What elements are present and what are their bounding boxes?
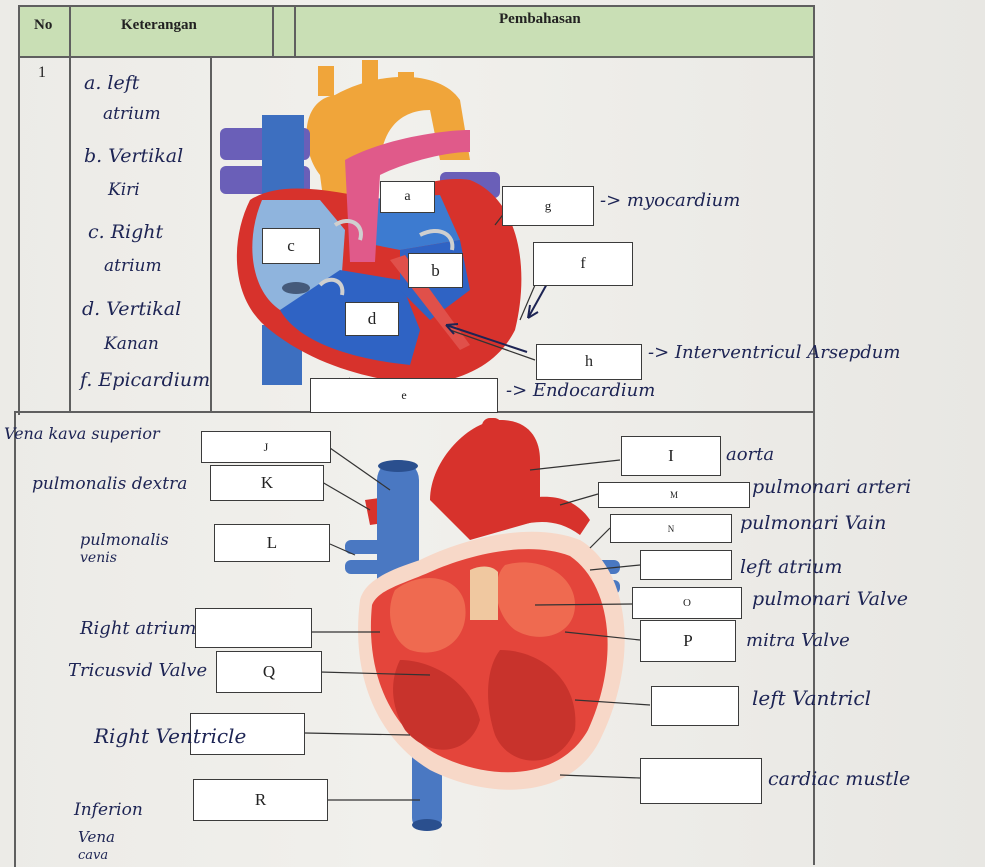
- label-box-P: P: [640, 620, 736, 662]
- annotation-K: pulmonalis dextra: [32, 474, 187, 494]
- label-box-cardiac-muscle: [640, 758, 762, 804]
- label-box-J: J: [201, 431, 331, 463]
- annotation-cardiac-muscle: cardiac mustle: [768, 768, 910, 790]
- annotation-g: -> myocardium: [600, 190, 740, 211]
- annotation-R-line2: Vena: [78, 828, 115, 846]
- annotation-e: -> Endocardium: [506, 380, 655, 401]
- annotation-I: aorta: [726, 444, 774, 465]
- annotation-Q: Tricusvid Valve: [68, 660, 207, 681]
- label-box-K: K: [210, 465, 324, 501]
- label-box-h: h: [536, 344, 642, 380]
- annotation-L-line2: venis: [80, 550, 117, 566]
- annotation-R-line3: cava: [78, 848, 108, 863]
- label-box-g: g: [502, 186, 594, 226]
- annotation-h: -> Interventricul Arsepdum: [648, 342, 900, 363]
- label-box-R: R: [193, 779, 328, 821]
- label-box-left-ventricle: [651, 686, 739, 726]
- label-box-L: L: [214, 524, 330, 562]
- label-box-d: d: [345, 302, 399, 336]
- annotation-M: pulmonari arteri: [752, 476, 911, 498]
- label-box-c: c: [262, 228, 320, 264]
- annotation-O: pulmonari Valve: [752, 588, 908, 610]
- label-box-b: b: [408, 253, 463, 288]
- label-box-I: I: [621, 436, 721, 476]
- label-box-O: O: [632, 587, 742, 619]
- label-box-Q: Q: [216, 651, 322, 693]
- annotation-J: Vena kava superior: [4, 424, 160, 443]
- label-box-a: a: [380, 181, 435, 213]
- annotation-L-line1: pulmonalis: [80, 530, 169, 549]
- label-box-left-atrium: [640, 550, 732, 580]
- annotation-P: mitra Valve: [746, 630, 850, 651]
- label-box-N: N: [610, 514, 732, 543]
- annotation-right-atrium: Right atrium: [80, 618, 196, 639]
- label-box-right-atrium: [195, 608, 312, 648]
- annotation-left-atrium: left atrium: [740, 556, 842, 578]
- annotation-left-ventricle: left Vantricl: [752, 686, 871, 710]
- label-box-f: f: [533, 242, 633, 286]
- annotation-N: pulmonari Vain: [740, 512, 886, 534]
- annotation-R-line1: Inferion: [74, 800, 143, 820]
- annotation-right-ventricle: Right Ventricle: [94, 724, 246, 748]
- label-box-e: e: [310, 378, 498, 413]
- label-box-M: M: [598, 482, 750, 508]
